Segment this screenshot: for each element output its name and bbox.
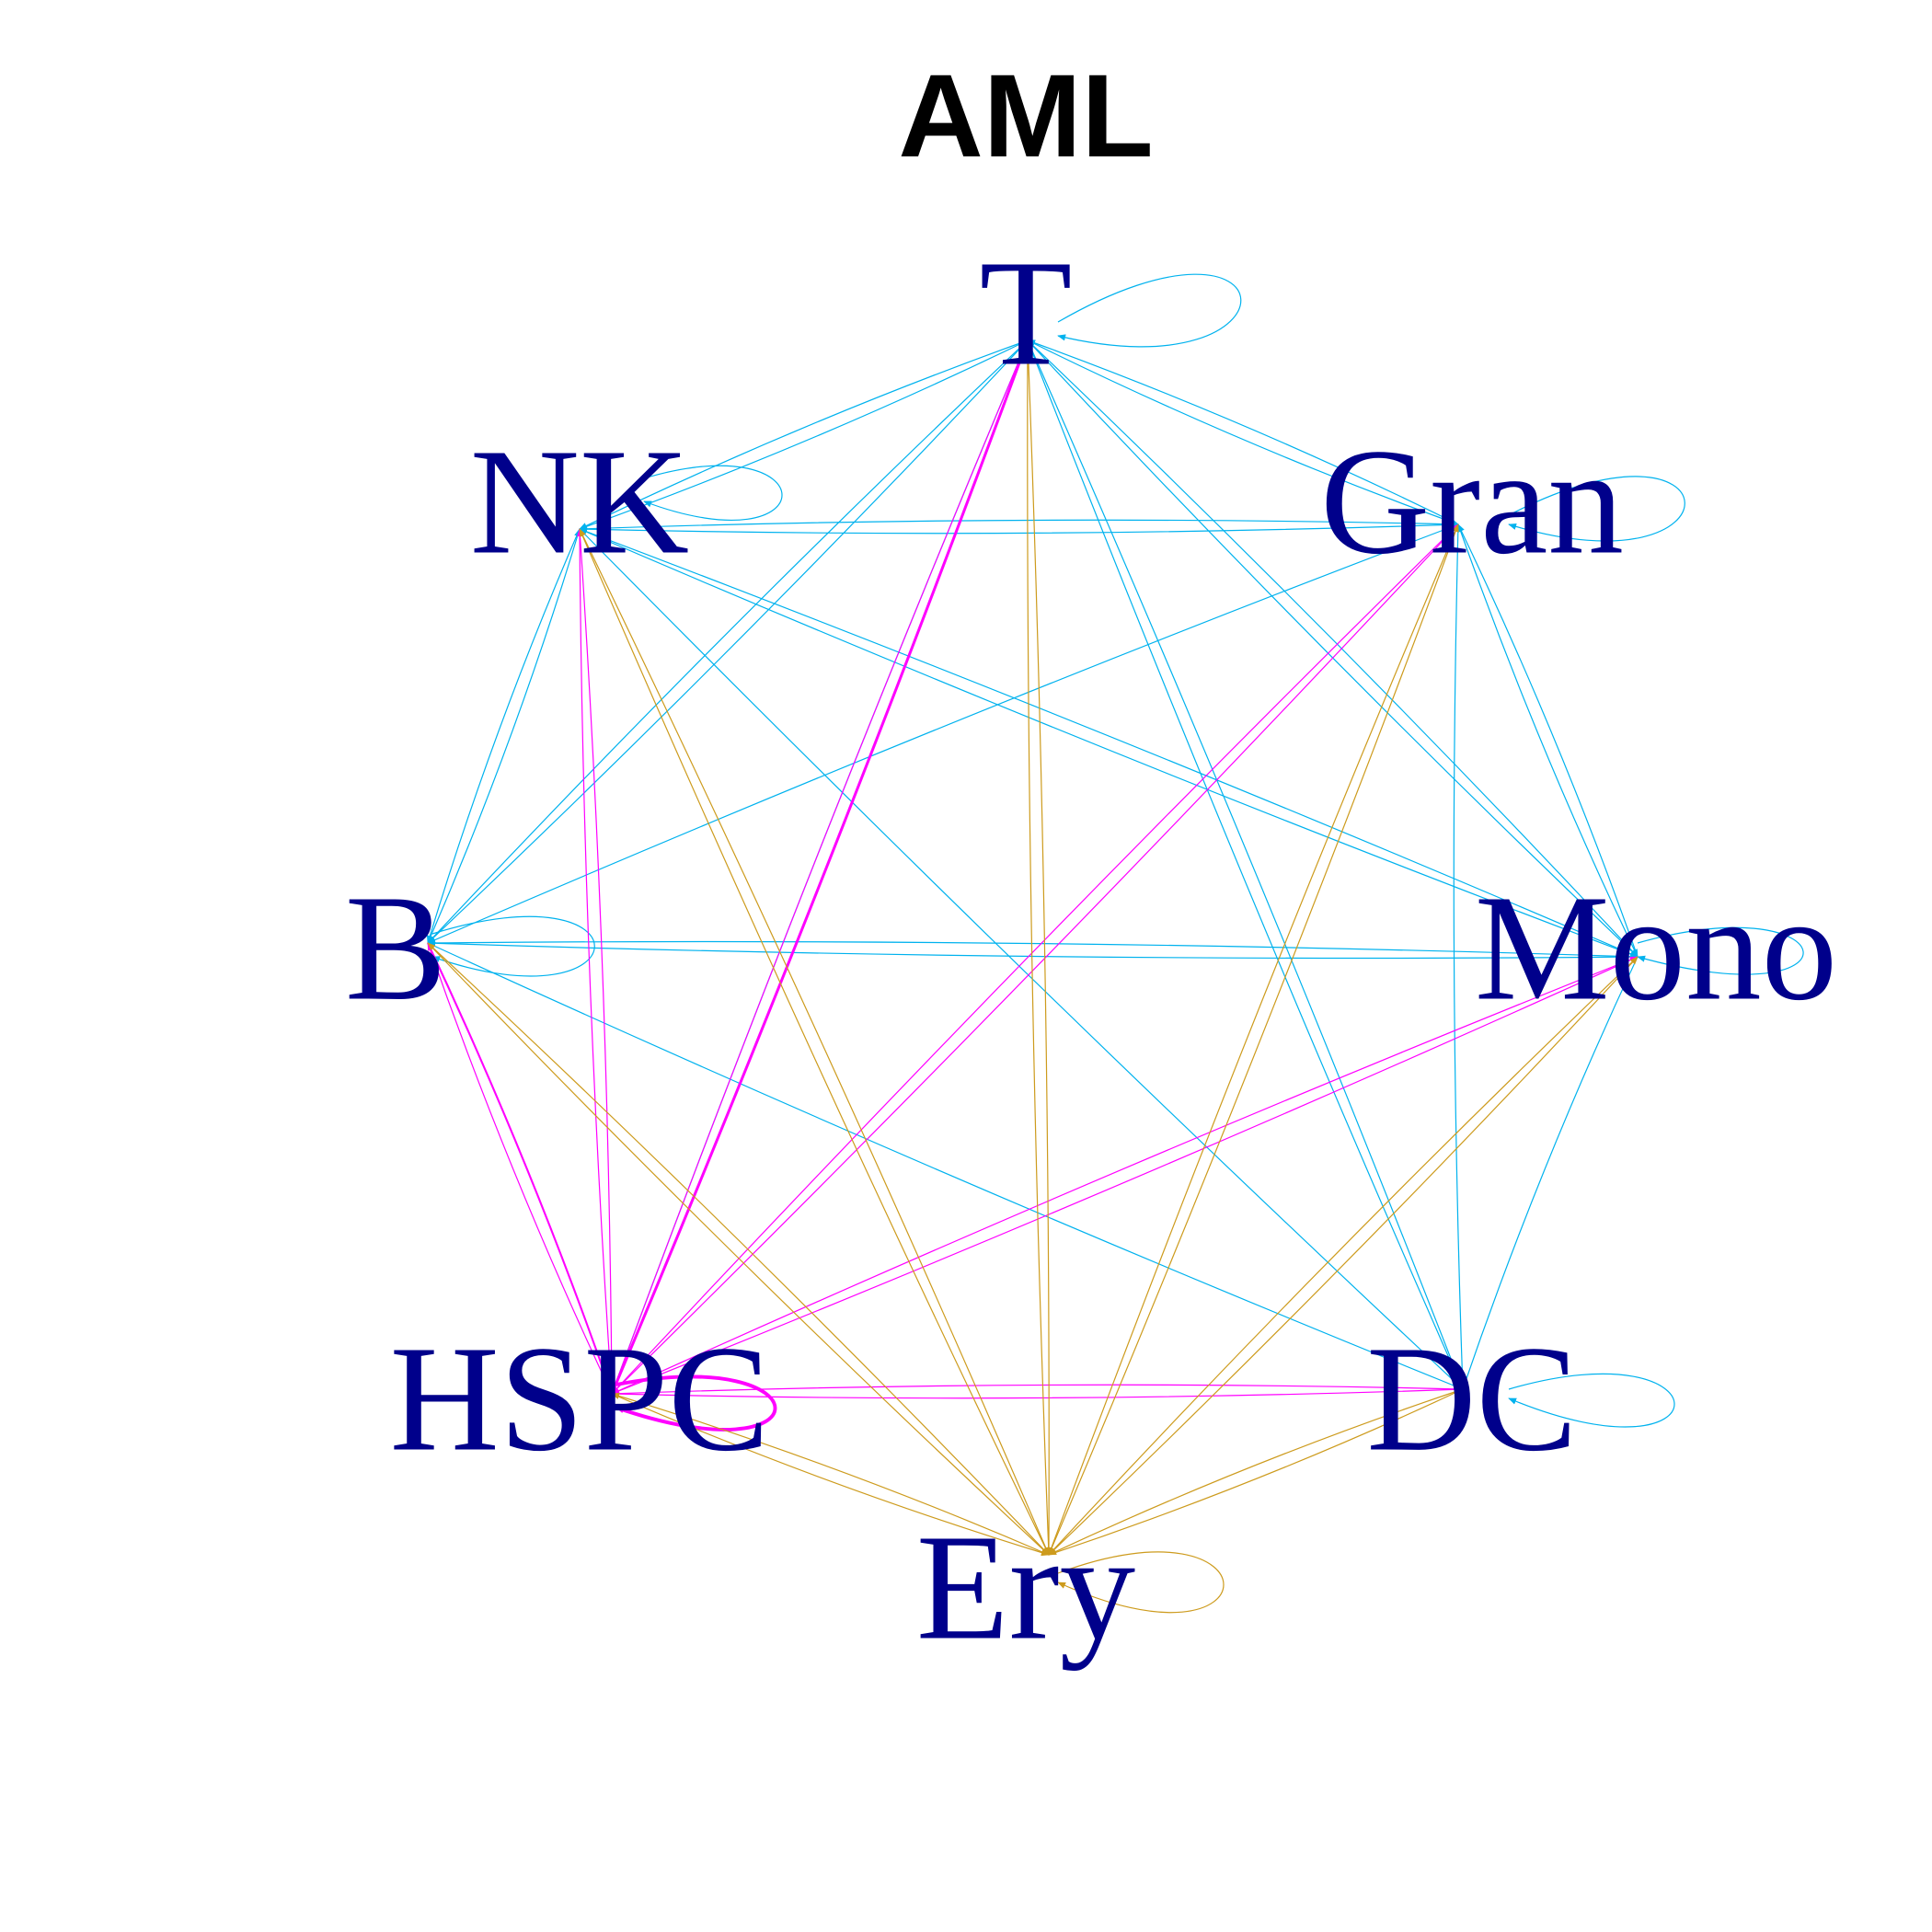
- edge-b-to-b: [431, 915, 595, 977]
- edge-t-to-hspc: [611, 339, 1029, 1395]
- edge-mono-to-ery: [1048, 956, 1639, 1556]
- edge-b-to-t: [427, 339, 1029, 944]
- edge-ery-to-b: [427, 942, 1050, 1556]
- edge-ery-to-nk: [579, 528, 1050, 1556]
- edge-t-to-ery: [1027, 339, 1052, 1556]
- edge-hspc-to-dc: [611, 1386, 1464, 1399]
- diagram-title: AML: [898, 51, 1153, 182]
- edge-ery-to-hspc: [611, 1392, 1050, 1556]
- edge-dc-to-hspc: [611, 1384, 1464, 1397]
- edge-gran-to-nk: [579, 519, 1459, 533]
- edge-b-to-dc: [427, 942, 1464, 1390]
- edge-b-to-mono: [427, 942, 1639, 960]
- edge-b-to-ery: [427, 942, 1050, 1556]
- edge-nk-to-gran: [579, 521, 1459, 535]
- edge-mono-to-dc: [1462, 956, 1639, 1390]
- edge-gran-to-b: [427, 523, 1459, 944]
- edge-nk-to-b: [426, 528, 581, 944]
- edge-ery-to-ery: [1057, 1551, 1225, 1614]
- edge-hspc-to-hspc: [615, 1374, 777, 1432]
- edge-dc-to-dc: [1508, 1373, 1675, 1428]
- edge-nk-to-dc: [579, 528, 1464, 1390]
- edge-hspc-to-gran: [611, 523, 1459, 1395]
- edge-dc-to-ery: [1048, 1388, 1464, 1556]
- edge-mono-to-b: [427, 939, 1639, 958]
- edge-t-to-gran: [1027, 339, 1459, 525]
- node-label-mono: Mono: [1475, 864, 1837, 1032]
- edge-mono-to-mono: [1637, 926, 1804, 975]
- edge-hspc-to-mono: [611, 956, 1639, 1395]
- edge-mono-to-gran: [1457, 523, 1639, 958]
- edge-b-to-nk: [427, 528, 581, 944]
- edge-ery-to-mono: [1048, 956, 1639, 1556]
- node-label-nk: NK: [470, 418, 689, 586]
- edges-layer: [426, 273, 1804, 1614]
- edge-hspc-to-t: [610, 339, 1029, 1395]
- edge-ery-to-t: [1024, 339, 1050, 1556]
- edge-gran-to-mono: [1457, 523, 1639, 958]
- edge-nk-to-mono: [579, 528, 1639, 958]
- node-label-ery: Ery: [916, 1503, 1135, 1672]
- edge-gran-to-dc: [1453, 523, 1466, 1390]
- edge-hspc-to-b: [427, 942, 613, 1395]
- node-label-t: T: [980, 229, 1073, 397]
- edge-nk-to-nk: [643, 465, 783, 522]
- edge-hspc-to-ery: [611, 1393, 1050, 1557]
- edge-ery-to-dc: [1048, 1388, 1464, 1556]
- node-label-b: B: [345, 864, 446, 1032]
- edge-nk-to-t: [579, 339, 1029, 530]
- node-label-gran: Gran: [1320, 418, 1624, 586]
- edge-mono-to-nk: [579, 528, 1639, 958]
- edge-gran-to-hspc: [611, 523, 1459, 1395]
- edge-nk-to-ery: [579, 528, 1050, 1556]
- node-label-hspc: HSPC: [390, 1315, 770, 1483]
- edge-t-to-t: [1057, 273, 1242, 348]
- edge-t-to-nk: [579, 339, 1029, 530]
- edge-ery-to-gran: [1048, 523, 1459, 1556]
- node-label-dc: DC: [1366, 1315, 1577, 1483]
- edge-gran-to-ery: [1048, 523, 1459, 1556]
- edge-dc-to-t: [1027, 339, 1464, 1390]
- edge-t-to-dc: [1027, 339, 1464, 1390]
- edge-t-to-b: [427, 339, 1029, 944]
- edge-hspc-to-nk: [576, 528, 613, 1395]
- edge-mono-to-hspc: [611, 956, 1639, 1395]
- edge-gran-to-gran: [1508, 476, 1685, 542]
- edge-b-to-hspc: [427, 942, 613, 1395]
- edge-nk-to-hspc: [579, 528, 615, 1395]
- edge-gran-to-t: [1027, 339, 1459, 525]
